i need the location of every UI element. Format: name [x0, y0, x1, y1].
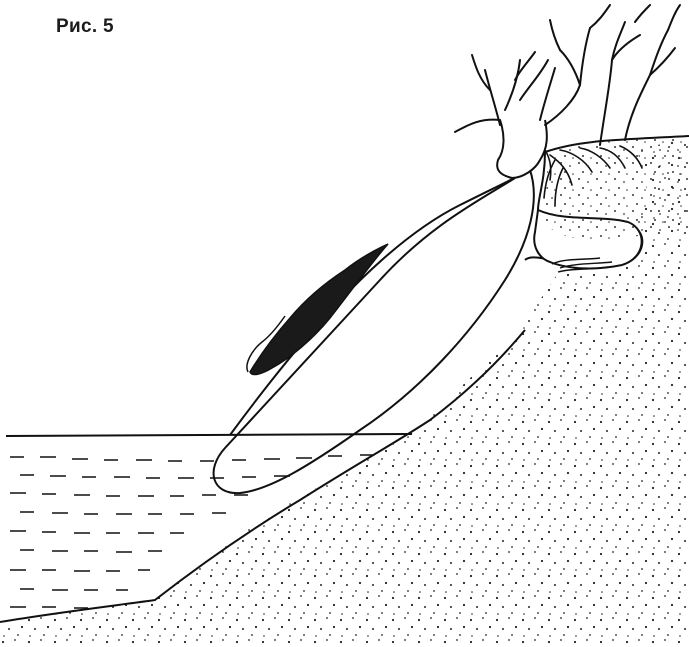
tree-branches: [455, 5, 680, 145]
tree-trunk: [497, 120, 547, 178]
ground-texture-dense: [545, 136, 689, 240]
